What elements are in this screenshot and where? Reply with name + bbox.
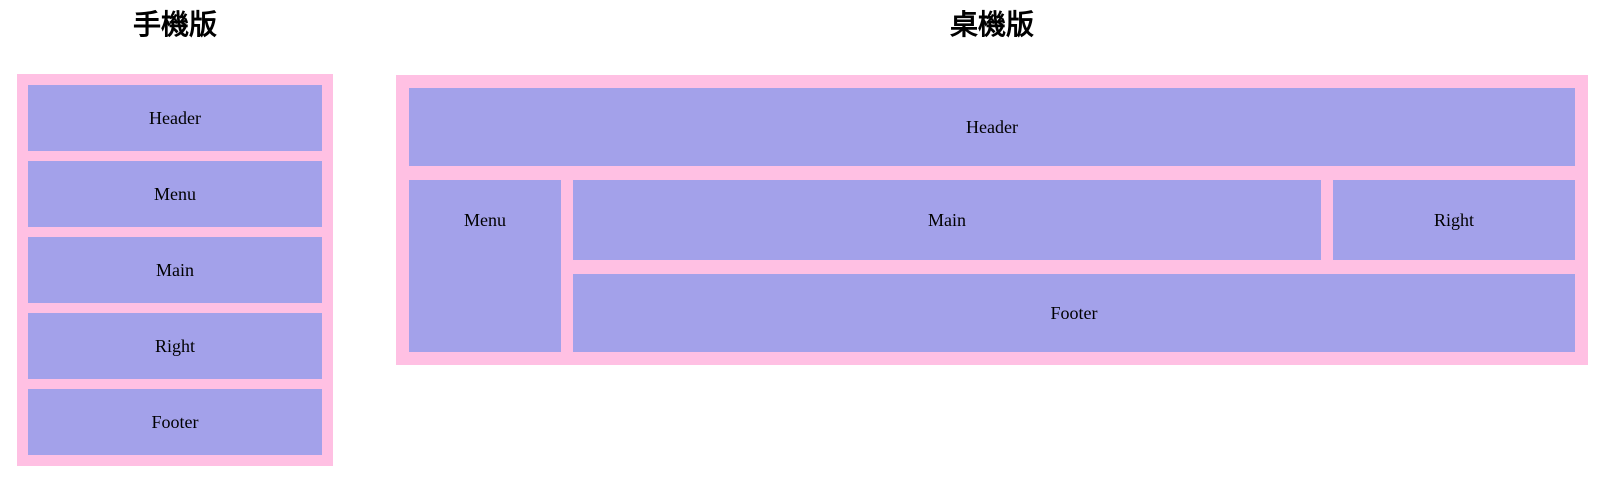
desktop-box-footer-label: Footer xyxy=(1050,303,1098,323)
mobile-box-footer: Footer xyxy=(28,389,322,455)
mobile-box-main-label: Main xyxy=(156,260,194,280)
mobile-box-header-label: Header xyxy=(149,108,201,128)
mobile-box-right-label: Right xyxy=(154,336,195,356)
desktop-box-right: Right xyxy=(1333,180,1575,260)
mobile-box-main: Main xyxy=(28,237,322,303)
desktop-box-main: Main xyxy=(573,180,1321,260)
mobile-box-header: Header xyxy=(28,85,322,151)
desktop-box-right-label: Right xyxy=(1433,210,1474,230)
mobile-box-footer-label: Footer xyxy=(151,412,199,432)
mobile-box-right: Right xyxy=(28,313,322,379)
desktop-box-menu: Menu xyxy=(409,180,561,352)
desktop-box-header-label: Header xyxy=(966,117,1018,137)
desktop-box-main-label: Main xyxy=(928,210,966,230)
desktop-layout-container: Header Menu Main Right Footer xyxy=(396,75,1588,365)
desktop-box-menu-label: Menu xyxy=(464,210,506,230)
mobile-version-title: 手機版 xyxy=(132,9,217,40)
mobile-layout-container: Header Menu Main Right Footer xyxy=(17,74,333,466)
desktop-box-footer: Footer xyxy=(573,274,1575,352)
mobile-box-menu: Menu xyxy=(28,161,322,227)
desktop-version-title: 桌機版 xyxy=(949,9,1034,40)
mobile-box-menu-label: Menu xyxy=(154,184,196,204)
desktop-box-header: Header xyxy=(409,88,1575,166)
